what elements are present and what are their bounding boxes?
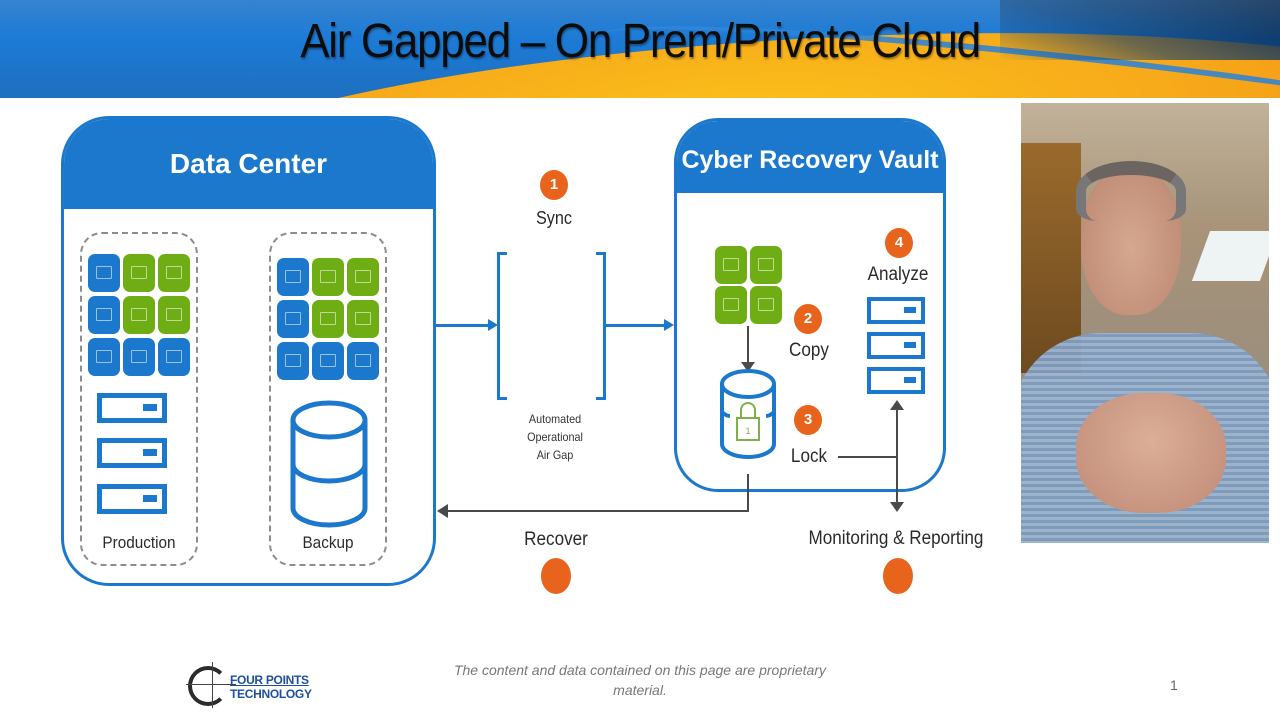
folder-tile-icon	[312, 258, 344, 296]
lock-connector-line	[838, 456, 898, 458]
server-icon	[97, 484, 167, 514]
locked-database-icon: 1	[720, 369, 776, 459]
caption-line: Operational	[527, 430, 583, 444]
footer-disclaimer: The content and data contained on this p…	[453, 662, 827, 698]
page-number: 1	[1170, 677, 1178, 693]
sync-arrow-line	[436, 324, 490, 327]
database-icon	[290, 400, 368, 528]
production-group	[80, 232, 198, 566]
title-banner: Air Gapped – On Prem/Private Cloud	[0, 0, 1280, 98]
backup-label: Backup	[302, 533, 354, 552]
folder-tile-icon	[123, 296, 155, 334]
production-label: Production	[102, 533, 176, 552]
recover-line	[446, 510, 749, 512]
server-icon	[867, 297, 925, 324]
folder-tile-icon	[277, 300, 309, 338]
air-gap-bracket-right	[596, 252, 606, 400]
logo-line-1: FOUR POINTS	[230, 673, 309, 687]
arrow-right-icon	[488, 319, 498, 331]
folder-tile-icon	[312, 342, 344, 380]
logo-line-2: TECHNOLOGY	[230, 687, 312, 701]
copy-arrow-line	[747, 326, 749, 366]
data-center-title: Data Center	[64, 119, 433, 209]
presenter-video	[1021, 103, 1269, 543]
sync-arrow-line	[606, 324, 666, 327]
arrow-up-icon	[890, 400, 904, 410]
folder-tile-icon	[88, 338, 120, 376]
sync-label: Sync	[535, 208, 573, 228]
monitoring-badge	[883, 558, 913, 594]
copy-label: Copy	[789, 340, 829, 361]
lock-digit: 1	[745, 426, 750, 436]
folder-tile-icon	[88, 254, 120, 292]
step-badge-3: 3	[794, 405, 822, 435]
analyze-label: Analyze	[867, 264, 929, 285]
recover-line	[747, 474, 749, 512]
recover-label: Recover	[524, 529, 588, 550]
folder-tile-icon	[347, 258, 379, 296]
step-badge-2: 2	[794, 304, 822, 334]
analyze-monitor-line	[896, 408, 898, 502]
caption-line: Air Gap	[536, 448, 574, 462]
arrow-down-icon	[890, 502, 904, 512]
server-icon	[97, 438, 167, 468]
server-icon	[867, 367, 925, 394]
arrow-left-icon	[437, 504, 448, 518]
monitoring-label: Monitoring & Reporting	[808, 528, 984, 549]
step-badge-4: 4	[885, 228, 913, 258]
folder-tile-icon	[158, 296, 190, 334]
arrow-right-icon	[664, 319, 674, 331]
folder-tile-icon	[750, 246, 782, 284]
folder-tile-icon	[347, 300, 379, 338]
folder-tile-icon	[347, 342, 379, 380]
server-icon	[97, 393, 167, 423]
server-icon	[867, 332, 925, 359]
air-gap-caption: Automated Operational Air Gap	[510, 410, 600, 464]
lock-label: Lock	[790, 446, 828, 467]
folder-tile-icon	[715, 246, 747, 284]
air-gap-bracket-left	[497, 252, 507, 400]
folder-tile-icon	[715, 286, 747, 324]
vault-title: Cyber Recovery Vault	[677, 121, 943, 193]
folder-tile-icon	[88, 296, 120, 334]
folder-tile-icon	[277, 258, 309, 296]
step-badge-1: 1	[540, 170, 568, 200]
company-logo: FOUR POINTS TECHNOLOGY	[186, 660, 336, 710]
folder-tile-icon	[277, 342, 309, 380]
folder-tile-icon	[158, 338, 190, 376]
folder-tile-icon	[158, 254, 190, 292]
slide-title: Air Gapped – On Prem/Private Cloud	[300, 15, 981, 68]
caption-line: Automated	[528, 412, 582, 426]
folder-tile-icon	[123, 254, 155, 292]
folder-tile-icon	[750, 286, 782, 324]
recover-badge	[541, 558, 571, 594]
arrow-down-icon	[741, 362, 755, 372]
folder-tile-icon	[312, 300, 344, 338]
backup-group	[269, 232, 387, 566]
folder-tile-icon	[123, 338, 155, 376]
